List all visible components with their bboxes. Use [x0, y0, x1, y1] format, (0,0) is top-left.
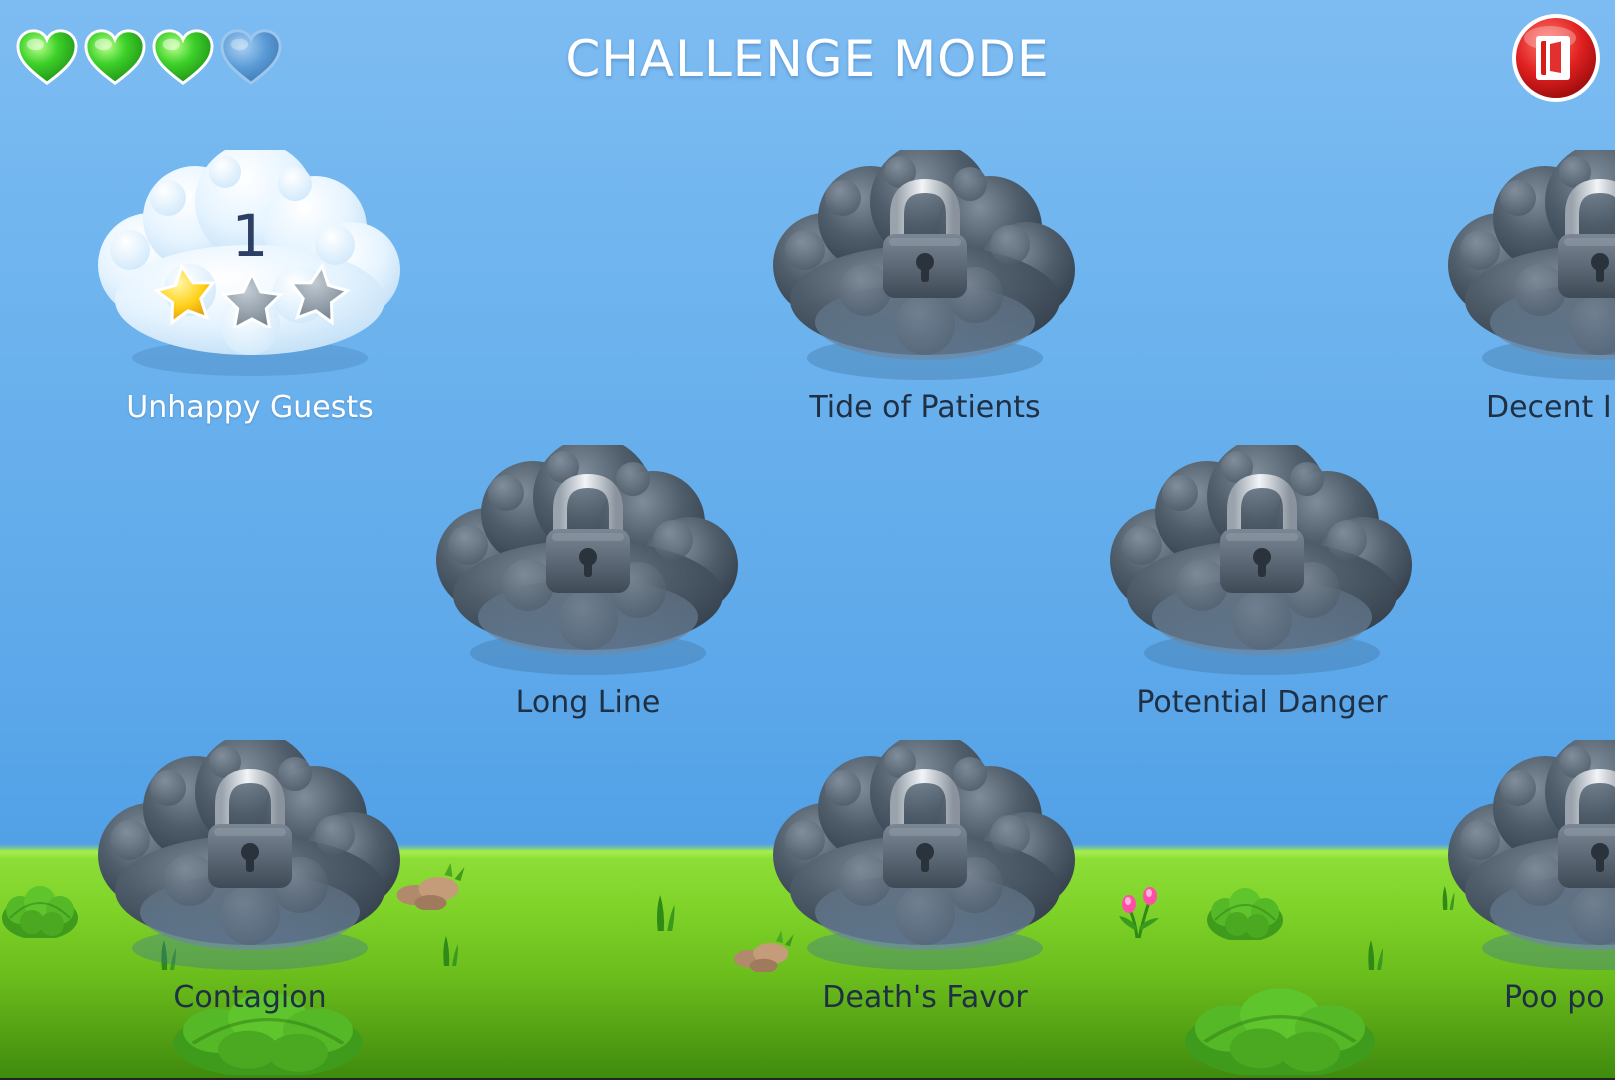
page-title: CHALLENGE MODE [565, 30, 1050, 88]
bush-decoration [1180, 975, 1380, 1075]
level-tide-of-patients[interactable]: Tide of Patients [765, 150, 1085, 440]
level-cloud-locked [1448, 150, 1615, 380]
level-unhappy-guests[interactable]: 1 Unhappy Guests [90, 150, 410, 440]
level-potential-danger[interactable]: Potential Danger [1102, 445, 1422, 735]
level-deaths-favor[interactable]: Death's Favor [765, 740, 1085, 1030]
level-cloud-locked [1110, 445, 1412, 675]
grass-tuft-decoration [1368, 940, 1383, 970]
grey-star-icon [284, 260, 352, 326]
bush-decoration [1206, 887, 1284, 940]
life-heart-full-icon [16, 29, 78, 85]
life-heart-full-icon [84, 29, 146, 85]
level-name: Death's Favor [822, 980, 1028, 1015]
level-decent[interactable]: Decent I [1440, 150, 1615, 440]
grass-tuft-decoration [443, 936, 458, 966]
level-name: Unhappy Guests [126, 390, 374, 425]
level-stars [152, 260, 352, 328]
lives-indicator [16, 28, 282, 86]
level-long-line[interactable]: Long Line [428, 445, 748, 735]
level-name: Potential Danger [1136, 685, 1388, 720]
grey-star-icon [222, 272, 282, 328]
level-cloud-locked [98, 740, 400, 970]
level-cloud-locked [1448, 740, 1615, 970]
level-name: Contagion [173, 980, 327, 1015]
level-cloud-locked [436, 445, 738, 675]
screen-bottom-edge [0, 1078, 1615, 1080]
level-name: Poo po [1504, 980, 1605, 1015]
level-name: Long Line [515, 685, 661, 720]
level-name: Decent I [1486, 390, 1612, 425]
level-name: Tide of Patients [809, 390, 1041, 425]
exit-button[interactable] [1510, 12, 1602, 104]
level-cloud-locked [773, 740, 1075, 970]
life-heart-full-icon [152, 29, 214, 85]
level-poo[interactable]: Poo po [1440, 740, 1615, 1030]
level-number: 1 [231, 202, 269, 270]
exit-door-icon [1512, 14, 1600, 102]
grass-tuft-decoration [657, 895, 675, 931]
level-cloud-locked [773, 150, 1075, 380]
gold-star-icon [152, 260, 220, 326]
life-heart-empty-icon [220, 29, 282, 85]
flower-decoration [1119, 887, 1159, 939]
level-contagion[interactable]: Contagion [90, 740, 410, 1030]
bush-decoration [1, 885, 79, 938]
